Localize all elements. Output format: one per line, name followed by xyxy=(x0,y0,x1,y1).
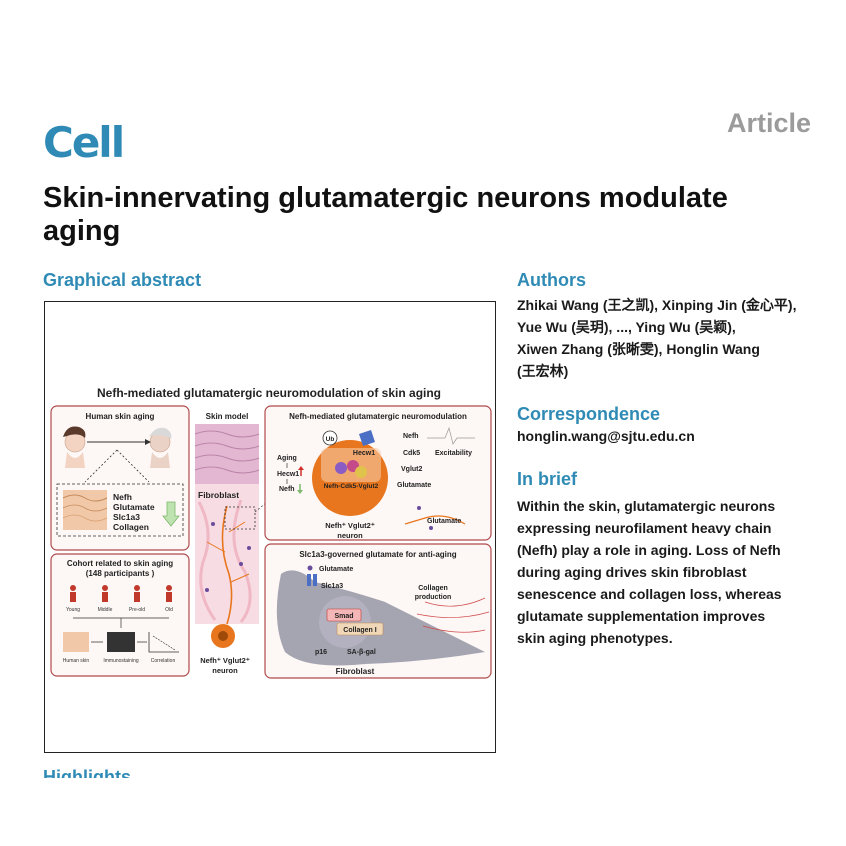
highlights-heading: Highlights xyxy=(43,768,131,778)
cohort-subtitle: (148 participants ) xyxy=(86,569,155,578)
trace-icon xyxy=(427,426,475,445)
in-brief-line: senescence and collagen loss, whereas xyxy=(517,586,782,602)
journal-logo: Cell xyxy=(43,118,125,167)
skin-zoom-box xyxy=(56,483,184,537)
nucleus-icon xyxy=(319,596,371,648)
step-correlation: Correlation xyxy=(151,658,176,664)
increase-arrow-icon xyxy=(298,466,304,470)
sa-beta-gal-label: SA-β-gal xyxy=(347,649,376,656)
marker-glutamate: Glutamate xyxy=(113,502,155,512)
group-middle: Middle xyxy=(98,607,113,613)
hecw1-label: Hecw1 xyxy=(353,450,375,457)
decrease-arrow-icon xyxy=(162,501,180,527)
fibroblast-label: Fibroblast xyxy=(198,490,239,500)
ub-label: Ub xyxy=(326,436,335,443)
skin-model-neuron-label: Nefh⁺ Vglut2⁺ xyxy=(200,656,250,665)
group-pre-old: Pre-old xyxy=(129,607,145,613)
human-skin-icon xyxy=(63,632,89,652)
skin-model-neuron-word: neuron xyxy=(212,666,238,675)
authors-line: Yue Wu (吴玥), ..., Ying Wu (吴颖), xyxy=(517,319,736,335)
glutamate-out-label: Glutamate xyxy=(427,518,461,525)
correspondence-email[interactable]: honglin.wang@sjtu.edu.cn xyxy=(517,428,695,444)
cohort-people-icons xyxy=(70,585,172,602)
slc1a3-transporter-icon xyxy=(307,574,311,586)
in-brief-line: skin aging phenotypes. xyxy=(517,630,673,646)
neuromod-title: Nefh-mediated glutamatergic neuromodulat… xyxy=(289,412,467,421)
authors-heading: Authors xyxy=(517,270,586,290)
in-brief-heading: In brief xyxy=(517,469,578,489)
collagen-fibers-icon xyxy=(416,597,490,633)
cohort-title: Cohort related to skin aging xyxy=(67,559,173,568)
graphical-abstract-heading: Graphical abstract xyxy=(43,270,202,290)
marker-nefh: Nefh xyxy=(113,492,132,502)
article-type-label: Article xyxy=(726,108,811,138)
figure-title: Nefh-mediated glutamatergic neuromodulat… xyxy=(97,386,441,400)
article-title: Skin-innervating glutamatergic neurons m… xyxy=(43,182,728,247)
antiaging-glutamate-label: Glutamate xyxy=(319,566,353,573)
smad-box xyxy=(326,608,362,622)
authors-line: Xiwen Zhang (张晰雯), Honglin Wang xyxy=(517,341,760,357)
microscope-icon xyxy=(107,632,135,652)
cdk5-label: Cdk5 xyxy=(403,450,420,457)
smad-label: Smad xyxy=(334,613,353,620)
production-word-label: production xyxy=(415,594,452,601)
step-immunostaining: Immunostaining xyxy=(103,658,139,664)
graphical-abstract-figure: Nefh-mediated glutamatergic neuromodulat… xyxy=(44,301,496,753)
collagen-production-label: Collagen xyxy=(418,585,448,592)
antiaging-title: Slc1a3-governed glutamate for anti-aging xyxy=(299,550,456,559)
collagen-box xyxy=(336,622,384,636)
in-brief-line: Within the skin, glutamatergic neurons xyxy=(517,498,776,514)
marker-collagen: Collagen xyxy=(113,522,149,532)
epidermis-layer xyxy=(195,424,259,484)
collagen-i-label: Collagen I xyxy=(343,627,377,634)
in-brief-line: expressing neurofilament heavy chain xyxy=(517,520,772,536)
in-brief-line: during aging drives skin fibroblast xyxy=(517,564,747,580)
skin-section-icon xyxy=(63,490,107,530)
neuromod-neuron-label: Nefh⁺ Vglut2⁺ xyxy=(325,521,375,530)
in-brief-summary: Within the skin, glutamatergic neurons e… xyxy=(517,495,817,649)
highlights-heading-cut: Highlights xyxy=(43,768,163,778)
marker-slc1a3: Slc1a3 xyxy=(113,512,140,522)
in-brief-line: glutamate supplementation improves xyxy=(517,608,766,624)
vglut2-label: Vglut2 xyxy=(401,466,422,473)
skin-model-title: Skin model xyxy=(206,412,249,421)
excitability-label: Excitability xyxy=(435,450,472,457)
glutamate-right-label: Glutamate xyxy=(397,482,431,489)
authors-line: Zhikai Wang (王之凯), Xinping Jin (金心平), xyxy=(517,297,797,313)
in-brief-line: (Nefh) play a role in aging. Loss of Nef… xyxy=(517,542,781,558)
panel-human-title: Human skin aging xyxy=(86,412,155,421)
aging-label: Aging xyxy=(277,455,297,462)
nefh-right-label: Nefh xyxy=(403,433,419,440)
ubiquitin-icon xyxy=(322,430,338,446)
neuromod-neuron-word: neuron xyxy=(337,531,363,540)
young-face-icon xyxy=(63,426,86,468)
authors-line: (王宏林) xyxy=(517,363,569,379)
complex-label: Nefh-Cdk5-Vglut2 xyxy=(324,483,379,490)
old-face-icon xyxy=(149,427,172,468)
slc1a3-label: Slc1a3 xyxy=(321,583,343,590)
p16-label: p16 xyxy=(315,649,327,656)
correlation-plot-icon xyxy=(148,632,179,653)
authors-list: Zhikai Wang (王之凯), Xinping Jin (金心平), Yu… xyxy=(517,294,817,382)
step-human-skin: Human skin xyxy=(63,658,90,664)
graphical-abstract-svg: Nefh-mediated glutamatergic neuromodulat… xyxy=(50,386,492,679)
nerve-fiber-icon xyxy=(221,505,233,625)
hecw1-protein-icon xyxy=(359,430,375,446)
nefh-left-label: Nefh xyxy=(279,486,295,493)
hecw1-left-label: Hecw1 xyxy=(277,471,299,478)
group-old: Old xyxy=(165,607,173,613)
group-young: Young xyxy=(66,607,80,613)
correspondence-heading: Correspondence xyxy=(517,404,661,424)
antiaging-fibroblast-label: Fibroblast xyxy=(336,667,375,676)
